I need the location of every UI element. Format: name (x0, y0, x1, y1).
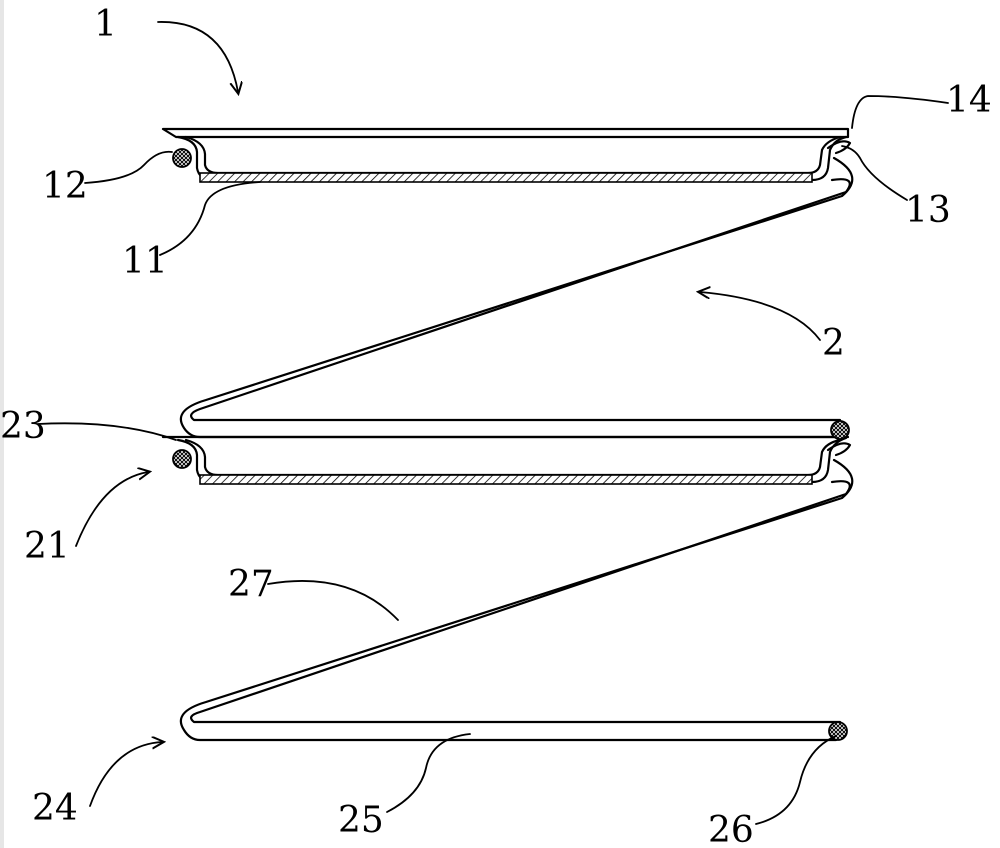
upper-bottom-plate (199, 172, 813, 183)
leader-27 (267, 580, 399, 621)
leader-23 (37, 422, 177, 441)
lower-strip-outer (190, 480, 851, 724)
leader-26 (755, 735, 837, 825)
label-11: 11 (122, 241, 168, 282)
middle-tray-inner (184, 438, 842, 477)
label-25: 25 (338, 800, 384, 841)
middle-left-seal (172, 449, 192, 469)
label-27: 27 (228, 564, 274, 605)
reference-numerals: 1 2 11 12 13 14 21 23 24 25 26 27 (0, 4, 992, 848)
arrow-2 (700, 292, 821, 341)
middle-right-hook (826, 442, 852, 457)
leader-14 (851, 95, 949, 129)
lower-end-seal (828, 721, 848, 741)
label-13: 13 (905, 190, 951, 231)
lower-strip-inner (179, 458, 854, 742)
label-26: 26 (708, 810, 754, 848)
arrow-21 (75, 472, 148, 547)
upper-right-hook (826, 140, 852, 155)
label-23: 23 (0, 406, 46, 447)
upper-tray (161, 127, 852, 183)
label-1: 1 (94, 4, 117, 45)
zigzag-spring-lower (179, 458, 854, 742)
label-21: 21 (24, 526, 70, 567)
zigzag-spring-upper (179, 156, 854, 439)
upper-lid-plate (161, 127, 850, 139)
upper-left-seal (172, 148, 192, 168)
upper-tray-inner (184, 135, 842, 175)
leader-11 (159, 181, 261, 256)
leader-13 (841, 145, 908, 201)
middle-right-seal (830, 420, 850, 440)
leader-12 (84, 150, 173, 184)
upper-strip-outer (190, 178, 851, 422)
upper-strip-inner (179, 156, 854, 439)
arrow-1 (157, 21, 238, 92)
label-14: 14 (946, 80, 992, 121)
label-2: 2 (822, 323, 845, 364)
label-24: 24 (32, 788, 78, 829)
middle-bottom-plate (199, 474, 813, 485)
arrow-24 (89, 742, 162, 807)
middle-tray (161, 420, 852, 485)
leader-25 (386, 733, 471, 813)
left-edge-shade (0, 0, 4, 848)
label-12: 12 (42, 166, 88, 207)
leader-lines (37, 21, 949, 825)
